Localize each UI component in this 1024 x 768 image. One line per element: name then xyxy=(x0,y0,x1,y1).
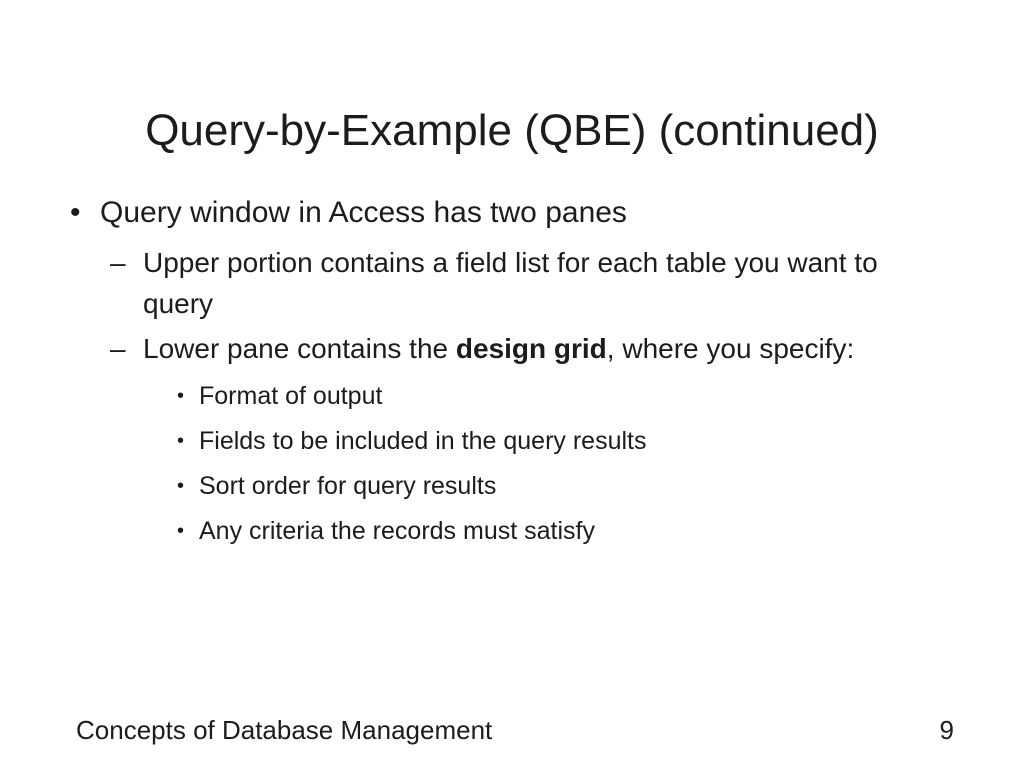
bullet-level3-group: • Format of output • Fields to be includ… xyxy=(177,375,962,552)
bullet-level3-fields-included: • Fields to be included in the query res… xyxy=(177,420,962,462)
page-title: Query-by-Example (QBE) (continued) xyxy=(145,106,879,156)
bullet-level3-format-of-output: • Format of output xyxy=(177,375,962,417)
bullet-dot-icon: • xyxy=(177,520,185,542)
bullet-dot-icon: • xyxy=(177,430,185,452)
bullet-level2-text: Upper portion contains a field list for … xyxy=(143,247,878,319)
bullet-dash-icon: – xyxy=(110,333,126,364)
bullet-level3-text: Any criteria the records must satisfy xyxy=(199,517,595,545)
bullet-dot-icon: • xyxy=(70,196,81,229)
footer-page-number: 9 xyxy=(939,715,954,745)
bullet-text-segment-after-bold: , where you specify: xyxy=(606,333,855,364)
bullet-level1-text: Query window in Access has two panes xyxy=(100,196,627,229)
bullet-level2-text: Lower pane contains the design grid, whe… xyxy=(143,328,854,369)
bullet-level2-lower-pane: – Lower pane contains the design grid, w… xyxy=(110,328,962,369)
bullet-dot-icon: • xyxy=(177,385,185,407)
footer-book-title: Concepts of Database Management xyxy=(76,715,493,745)
bullet-text-segment-bold: design grid xyxy=(455,333,607,364)
bullet-level3-text: Fields to be included in the query resul… xyxy=(199,427,647,455)
bullet-dot-icon: • xyxy=(177,475,185,497)
slide-body: • Query window in Access has two panes –… xyxy=(62,192,962,555)
bullet-level1-query-window: • Query window in Access has two panes xyxy=(62,192,962,234)
bullet-level3-text: Format of output xyxy=(199,382,383,410)
bullet-level3-any-criteria: • Any criteria the records must satisfy xyxy=(177,510,962,552)
bullet-dash-icon: – xyxy=(110,247,126,278)
bullet-level3-sort-order: • Sort order for query results xyxy=(177,465,962,507)
slide-footer: Concepts of Database Management 9 xyxy=(76,714,954,746)
bullet-text-segment-before-bold: Lower pane contains the xyxy=(143,333,456,364)
bullet-level2-upper-portion: – Upper portion contains a field list fo… xyxy=(110,242,962,324)
bullet-level3-text: Sort order for query results xyxy=(199,472,497,500)
